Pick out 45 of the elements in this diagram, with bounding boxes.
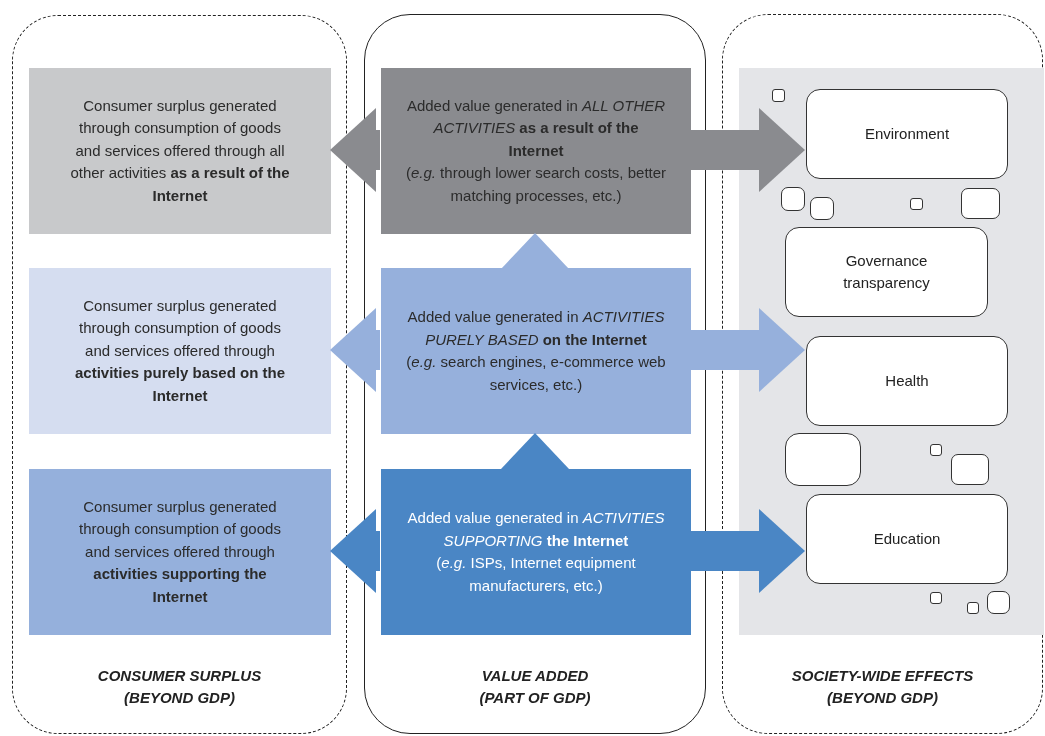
box-label: Health [885,370,929,391]
block-arrow [330,108,380,192]
box-text: Consumer surplus generated through consumption of goods and services offered through activities purely based on the Internet [73,295,287,406]
text-box [29,469,331,635]
rounded-box [806,494,1008,584]
block-arrow [690,509,805,593]
box-text: Consumer surplus generated through consumption of goods and services offered through all other activities as a result of the Internet [69,95,291,206]
column-panel [364,14,706,734]
empty-rounded-box [785,433,861,486]
box-label: Education [873,528,941,549]
empty-rounded-box [772,89,785,102]
block-arrow [690,308,805,392]
box-example-text: (e.g. search engines, e-commerce web services, etc.) [405,352,667,395]
rounded-box [785,227,988,317]
empty-rounded-box [930,444,942,456]
empty-rounded-box [987,591,1010,614]
block-arrow [330,308,380,392]
column-heading: VALUE ADDED (PART OF GDP) [478,666,592,708]
rounded-box [806,336,1008,426]
box-example-text: (e.g. ISPs, Internet equipment manufacturers, etc.) [435,553,637,596]
box-text: Consumer surplus generated through consumption of goods and services offered through activities supporting the Internet [78,496,282,607]
text-box [381,268,691,434]
text-box [381,469,691,635]
column-heading: SOCIETY-WIDE EFFECTS (BEYOND GDP) [790,666,975,708]
rounded-box [806,89,1008,179]
text-box [29,268,331,434]
empty-rounded-box [781,187,805,211]
empty-rounded-box [910,198,923,210]
dashed-column-panel [722,14,1043,734]
empty-rounded-box [967,602,979,614]
text-box [29,68,331,234]
block-arrow [501,233,569,269]
text-box [381,68,691,234]
empty-rounded-box [951,454,989,485]
box-label: Environment [864,123,950,144]
empty-rounded-box [810,197,834,220]
dashed-column-panel [12,15,347,734]
column-heading: CONSUMER SURPLUS (BEYOND GDP) [96,666,263,708]
box-example-text: (e.g. through lower search costs, better matching processes, etc.) [405,163,667,206]
empty-rounded-box [930,592,942,604]
block-arrow [330,509,380,593]
block-arrow [501,433,569,469]
panel-background [739,68,1044,635]
empty-rounded-box [961,188,1000,219]
box-label: Governance transparency [842,250,931,293]
